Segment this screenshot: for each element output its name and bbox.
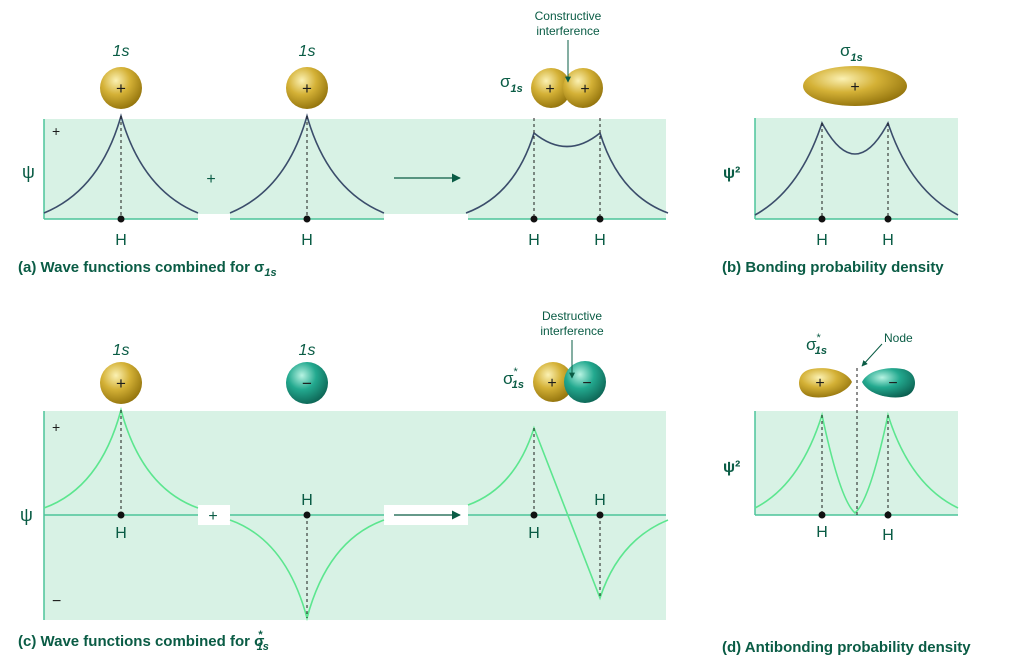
h-label: H (528, 232, 540, 249)
panel-b-caption: (b) Bonding probability density (722, 259, 944, 276)
s-orbital-sphere-negative (564, 361, 606, 403)
h-label: H (882, 527, 894, 544)
plus-operator: + (208, 508, 217, 525)
nucleus-dot (303, 511, 311, 519)
phase-sign-minus: − (888, 375, 897, 392)
orbital-label-1s: 1s (299, 43, 316, 60)
nucleus-dot (530, 215, 538, 223)
panel-d-caption: (d) Antibonding probability density (722, 639, 971, 656)
panel-a: ψ + H H H H + 1s + 1s + + + σ1s (18, 9, 669, 279)
h-label: H (528, 525, 540, 542)
panel-d-background (755, 411, 958, 515)
panel-a-caption: (a) Wave functions combined for σ1s (18, 259, 277, 279)
s-orbital-sphere (100, 67, 142, 109)
panel-b-axis-label: ψ² (723, 165, 740, 182)
panel-a-axis-label: ψ (22, 162, 35, 182)
h-label: H (816, 524, 828, 541)
h-label: H (115, 525, 127, 542)
h-label: H (882, 232, 894, 249)
destructive-annotation-line2: interference (540, 324, 604, 338)
h-label: H (301, 492, 313, 509)
panel-c-axis-minus: − (52, 593, 61, 610)
plus-operator: + (206, 171, 215, 188)
nucleus-dot (884, 511, 892, 519)
phase-sign-plus: + (547, 375, 556, 392)
node-arrow (861, 343, 883, 367)
h-label: H (816, 232, 828, 249)
phase-sign-minus: − (302, 374, 312, 393)
h-label: H (594, 232, 606, 249)
panel-a-axis-plus: + (52, 123, 60, 139)
panel-c-curve-combined (467, 425, 669, 601)
nucleus-dot (596, 511, 604, 519)
nucleus-dot (117, 215, 125, 223)
phase-sign-plus: + (580, 81, 589, 98)
phase-sign-plus: + (116, 79, 126, 98)
orbital-label-1s: 1s (113, 342, 130, 359)
h-label: H (115, 232, 127, 249)
s-orbital-sphere (286, 67, 328, 109)
panel-d-axis-label: ψ² (723, 459, 740, 476)
h-label: H (301, 232, 313, 249)
antibonding-lobe-positive (799, 368, 852, 398)
nucleus-dot (530, 511, 538, 519)
panel-c: ψ + − H H H H + 1s + 1s − + − σ*1s Destr… (18, 309, 669, 653)
s-orbital-sphere (100, 362, 142, 404)
s-orbital-sphere-negative (286, 362, 328, 404)
s-orbital-sphere (531, 68, 571, 108)
s-orbital-sphere (563, 68, 603, 108)
sigma-bonding-orbital (803, 66, 907, 106)
sigma-star-label: σ*1s (503, 366, 524, 391)
sigma-star-label: σ*1s (806, 332, 827, 357)
panel-a-curve-combined (465, 131, 669, 214)
phase-sign-minus: − (582, 375, 591, 392)
node-annotation: Node (884, 331, 913, 345)
nucleus-dot (117, 511, 125, 519)
panel-c-caption: (c) Wave functions combined for σ*1s (18, 629, 269, 653)
panel-d-density-curve (754, 411, 959, 515)
h-label: H (594, 492, 606, 509)
panel-c-axis-label: ψ (20, 505, 33, 525)
antibonding-lobe-negative (862, 368, 915, 398)
sigma-label: σ1s (500, 72, 523, 95)
orbital-label-1s: 1s (299, 342, 316, 359)
panel-d: ψ² H H + − σ*1s Node (d) Antibonding pro… (722, 331, 971, 656)
constructive-annotation-line2: interference (536, 24, 600, 38)
orbital-label-1s: 1s (113, 43, 130, 60)
nucleus-dot (818, 511, 826, 519)
constructive-annotation-line1: Constructive (535, 9, 602, 23)
phase-sign-plus: + (815, 375, 824, 392)
sigma-label: σ1s (840, 41, 863, 64)
destructive-annotation-line1: Destructive (542, 309, 602, 323)
phase-sign-plus: + (545, 81, 554, 98)
phase-sign-plus: + (850, 79, 859, 96)
panel-b-background (755, 118, 958, 219)
s-orbital-sphere (533, 362, 573, 402)
phase-sign-plus: + (116, 374, 126, 393)
panel-b-density-curve (754, 120, 959, 216)
panel-c-axis-plus: + (52, 419, 60, 435)
nucleus-dot (303, 215, 311, 223)
phase-sign-plus: + (302, 79, 312, 98)
nucleus-dot (596, 215, 604, 223)
nucleus-dot (818, 215, 826, 223)
panel-a-background (44, 119, 666, 219)
nucleus-dot (884, 215, 892, 223)
panel-b: ψ² H H + σ1s (b) Bonding probability den… (722, 41, 959, 276)
